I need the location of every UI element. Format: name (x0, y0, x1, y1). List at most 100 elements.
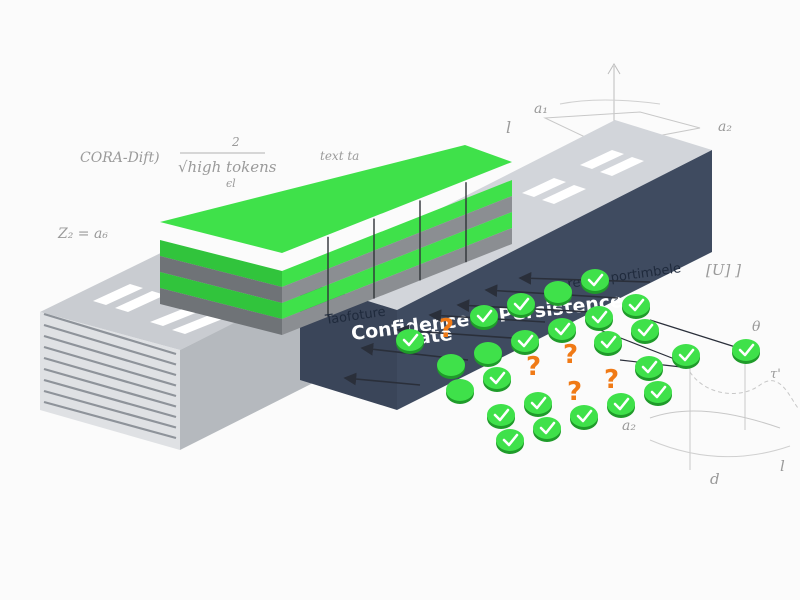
layer-front-face (282, 228, 512, 335)
token-grid: ????? (396, 269, 760, 454)
text-fragment-label: text ta (320, 149, 359, 163)
confirmed-token (622, 294, 650, 316)
uncertain-token-icon: ? (567, 377, 582, 407)
uncertain-token-icon: ? (526, 352, 541, 382)
check-icon (678, 348, 695, 362)
confirmed-token (548, 318, 576, 340)
check-icon (554, 322, 571, 336)
a1-label: a₁ (534, 101, 548, 117)
wave-sketch-2 (649, 439, 791, 458)
curve-sketch (559, 99, 661, 105)
top-l-label: l (506, 118, 511, 137)
fin-line (43, 334, 177, 377)
a2-top-label: a₂ (718, 119, 732, 135)
check-icon (650, 385, 667, 399)
confirmed-token (631, 319, 659, 341)
stripe (580, 150, 624, 169)
confirmed-token (607, 393, 635, 415)
fraction-numerator: 2 (231, 135, 240, 149)
check-icon (587, 273, 604, 287)
d-label: d (710, 470, 720, 488)
stripe (542, 185, 586, 204)
cora-dift-label: CORA-Dift) (80, 150, 160, 166)
check-icon (591, 310, 608, 324)
fin-line (43, 367, 177, 408)
confirmed-token (511, 330, 539, 352)
pending-token (474, 342, 502, 364)
fin-line (43, 356, 177, 398)
layer-front-face (282, 180, 512, 287)
check-icon (539, 421, 556, 435)
check-icon (530, 396, 547, 410)
stripe (93, 284, 143, 305)
input-arrow (343, 372, 421, 386)
u-bracket-label: [U] ] (706, 261, 741, 279)
slab-front (397, 150, 712, 410)
axis-arrow-icon (607, 63, 621, 75)
confirmed-token (396, 329, 424, 351)
cooling-fins (43, 312, 177, 440)
layer-stack (160, 145, 512, 335)
uncertain-token-icon: ? (439, 314, 454, 344)
check-icon (493, 408, 510, 422)
confirmed-token (594, 331, 622, 353)
check-icon (613, 397, 630, 411)
fin-line (43, 323, 177, 366)
z-equation: Z₂ = a₆ (57, 226, 108, 242)
fraction-denominator: ϵl (226, 177, 236, 190)
stripe (115, 291, 165, 312)
confirmed-token (470, 305, 498, 327)
check-icon (513, 297, 530, 311)
dashed-curve (689, 371, 799, 409)
stripe (522, 178, 566, 197)
check-icon (402, 333, 419, 347)
left-block-front (40, 312, 180, 450)
tau-label: τ' (770, 367, 781, 382)
background-annotations: CORA-Dift) 2 √high tokens ϵl Z₂ = a₆ tex… (57, 63, 799, 488)
layer-left-face (160, 240, 282, 287)
check-icon (517, 334, 534, 348)
layer-top-surface (160, 145, 512, 253)
fin-line (43, 378, 177, 419)
check-icon (576, 409, 593, 423)
confirmed-token (524, 392, 552, 414)
layer-left-face (160, 272, 282, 319)
stripe (600, 157, 644, 176)
wave-sketch (649, 410, 781, 429)
confirmed-token (487, 404, 515, 426)
confirmed-token (483, 367, 511, 389)
confirmed-token (581, 269, 609, 291)
fin-line (43, 312, 177, 356)
check-icon (600, 335, 617, 349)
layer-front-face (282, 212, 512, 319)
check-icon (489, 371, 506, 385)
confirmed-token (496, 429, 524, 451)
confirmed-token (635, 356, 663, 378)
fin-line (43, 400, 177, 440)
confirmed-token (585, 306, 613, 328)
check-icon (738, 343, 755, 357)
pending-token (544, 281, 572, 303)
check-icon (637, 323, 654, 337)
fin-line (43, 389, 177, 429)
confirmed-token (644, 381, 672, 403)
check-icon (502, 433, 519, 447)
pending-token (437, 354, 465, 376)
check-icon (476, 309, 493, 323)
pending-token (446, 379, 474, 401)
uncertain-token-icon: ? (604, 365, 619, 395)
confirmed-token (732, 339, 760, 361)
a2-bottom-label: a₂ (622, 418, 636, 434)
layer-front-face (282, 196, 512, 303)
sqrt-high-tokens-label: √high tokens (178, 158, 277, 176)
confirmed-token (507, 293, 535, 315)
confirmed-token (570, 405, 598, 427)
check-icon (628, 298, 645, 312)
check-icon (641, 360, 658, 374)
theta-label: θ (752, 319, 761, 335)
uncertain-token-icon: ? (563, 340, 578, 370)
layer-left-face (160, 288, 282, 335)
slab-top-stripes (522, 150, 644, 204)
confirmed-token (672, 344, 700, 366)
